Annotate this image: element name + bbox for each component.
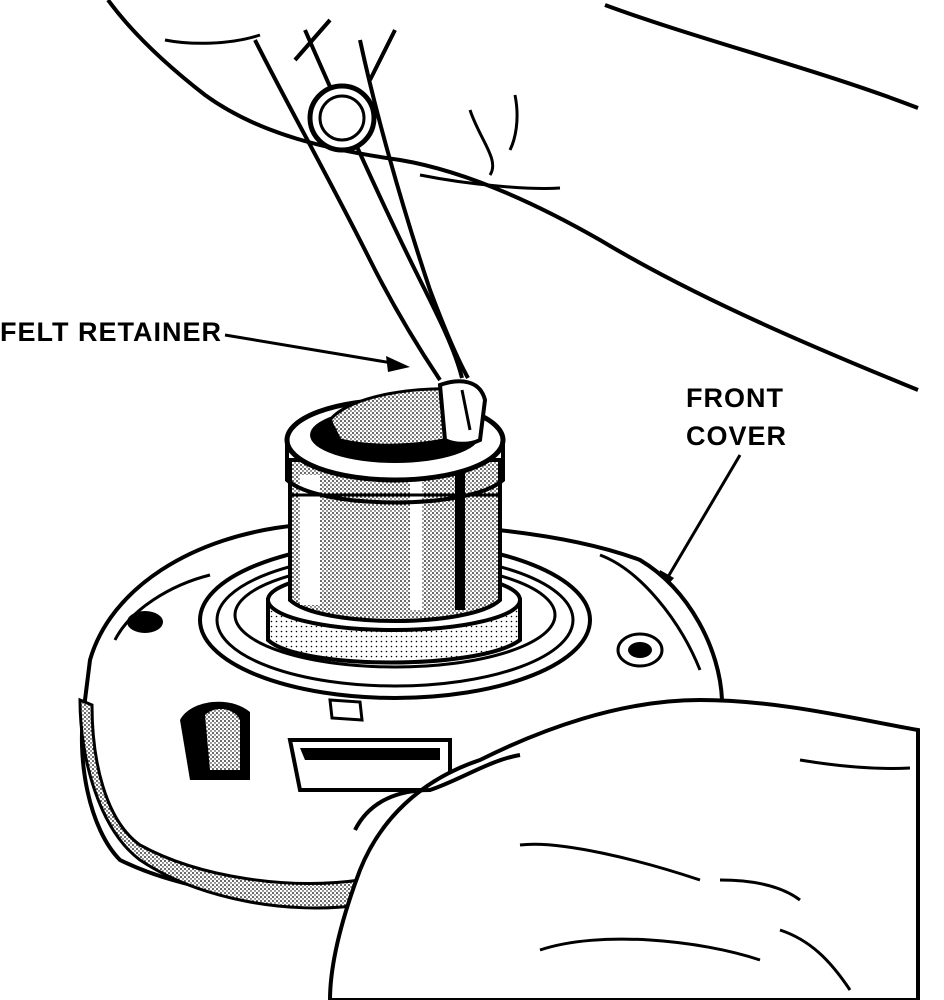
front-cover-label-line1: FRONT xyxy=(686,383,784,413)
front-cover-arrow xyxy=(658,454,742,596)
upper-hand xyxy=(106,0,919,392)
felt-retainer-arrow xyxy=(224,333,410,372)
hub-cylinder xyxy=(266,379,522,665)
pliers xyxy=(253,18,470,382)
finger-outline xyxy=(164,33,495,176)
upper-arm xyxy=(604,3,919,110)
front-cover-label-line2: COVER xyxy=(686,421,788,451)
hand-crease xyxy=(419,94,561,190)
lower-hand xyxy=(327,697,920,1000)
felt-retainer-label: FELT RETAINER xyxy=(0,317,222,347)
